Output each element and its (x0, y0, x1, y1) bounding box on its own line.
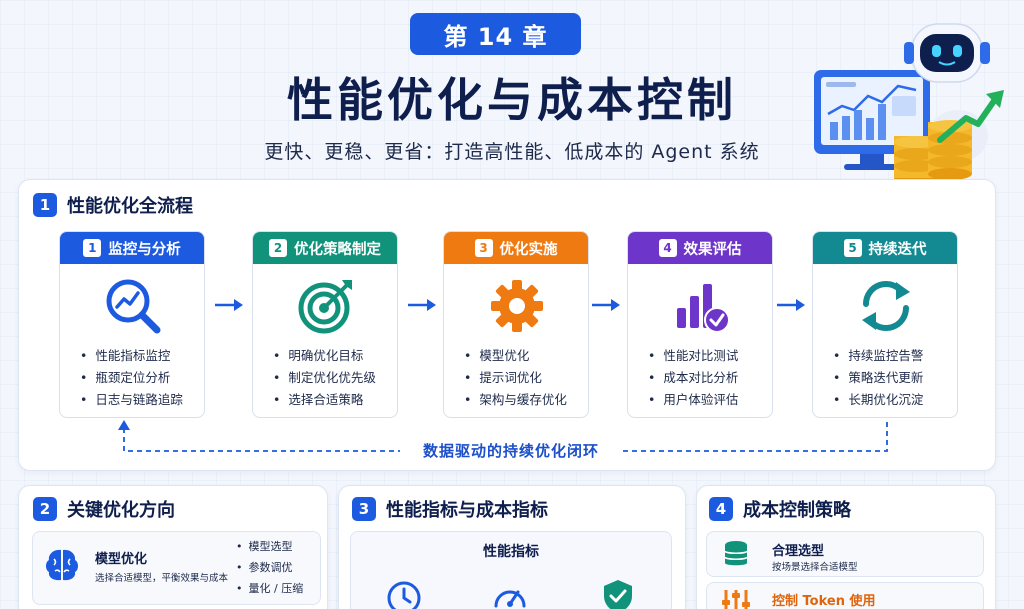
list-item: 长期优化沉淀 (833, 389, 923, 411)
arrow-right-icon (592, 299, 620, 311)
speedometer-icon (494, 590, 526, 608)
process-step-strategy: 2 优化策略制定 明确优化目标 制定优化优先级 选择合适策略 (252, 231, 398, 418)
page-subtitle: 更快、更稳、更省：打造高性能、低成本的 Agent 系统 (264, 141, 760, 163)
section4-header: 4 成本控制策略 (709, 496, 851, 522)
step2-number: 2 (269, 239, 287, 257)
list-item: 明确优化目标 (273, 345, 376, 367)
performance-metrics-title: 性能指标 (483, 544, 539, 560)
model-selection-desc: 按场景选择合适模型 (772, 562, 858, 573)
step3-number: 3 (474, 239, 493, 257)
chapter-badge: 第 14 章 (410, 13, 581, 55)
list-item: 选择合适策略 (273, 389, 376, 411)
step1-header: 1 监控与分析 (60, 232, 204, 264)
step3-list: 模型优化 提示词优化 架构与缓存优化 (464, 345, 567, 411)
list-item: 量化 / 压缩 (236, 578, 304, 599)
list-item: 模型选型 (236, 536, 303, 557)
database-icon (724, 541, 748, 566)
model-optimization-bullets: 模型选型 参数调优 量化 / 压缩 (236, 536, 304, 599)
step4-number: 4 (658, 239, 677, 257)
section3-number: 3 (352, 497, 376, 521)
section2-header: 2 关键优化方向 (33, 496, 175, 522)
model-selection-title: 合理选型 (772, 544, 825, 559)
list-item: 持续监控告警 (833, 345, 923, 367)
section2-title: 关键优化方向 (67, 500, 175, 521)
list-item: 瓶颈定位分析 (80, 367, 183, 389)
magnifier-chart-icon (106, 279, 161, 334)
list-item: 用户体验评估 (648, 389, 738, 411)
step5-title: 持续迭代 (868, 241, 927, 258)
list-item: 成本对比分析 (648, 367, 738, 389)
list-item: 架构与缓存优化 (464, 389, 567, 411)
model-optimization-title: 模型优化 (95, 552, 148, 567)
process-step-implement: 3 优化实施 模型优化 提示词优化 架构与缓存优化 (443, 231, 589, 418)
model-optimization-desc: 选择合适模型，平衡效果与成本 (95, 573, 229, 584)
list-item: 模型优化 (464, 345, 567, 367)
step4-title: 效果评估 (683, 241, 742, 258)
shield-check-icon (604, 580, 632, 609)
loop-label: 数据驱动的持续优化闭环 (400, 440, 622, 461)
arrow-right-icon (215, 299, 243, 311)
process-step-monitor: 1 监控与分析 性能指标监控 瓶颈定位分析 日志与链路追踪 (59, 231, 205, 418)
process-step-evaluate: 4 效果评估 性能对比测试 成本对比分析 用户体验评估 (627, 231, 773, 418)
step1-title: 监控与分析 (108, 241, 181, 258)
refresh-icon (862, 281, 910, 331)
list-item: 性能指标监控 (80, 345, 183, 367)
list-item: 参数调优 (236, 557, 303, 578)
step2-list: 明确优化目标 制定优化优先级 选择合适策略 (273, 345, 376, 411)
step3-title: 优化实施 (499, 241, 558, 258)
sliders-icon (722, 590, 750, 609)
section4-number: 4 (709, 497, 733, 521)
section4-title: 成本控制策略 (743, 500, 851, 521)
feedback-loop-arrow (118, 420, 888, 452)
clock-icon (387, 581, 421, 609)
section3-header: 3 性能指标与成本指标 (352, 496, 548, 522)
token-control-box (706, 582, 984, 609)
list-item: 策略迭代更新 (833, 367, 923, 389)
gear-icon (491, 280, 543, 332)
arrow-right-icon (408, 299, 436, 311)
token-control-title: 控制 Token 使用 (772, 594, 876, 609)
section2-number: 2 (33, 497, 57, 521)
page-title: 性能优化与成本控制 (287, 73, 737, 127)
step2-header: 2 优化策略制定 (253, 232, 397, 264)
step5-number: 5 (843, 239, 862, 257)
target-icon (298, 280, 352, 334)
step5-header: 5 持续迭代 (813, 232, 957, 264)
arrow-right-icon (777, 299, 805, 311)
list-item: 性能对比测试 (648, 345, 738, 367)
bar-chart-check-icon (677, 284, 730, 333)
brain-icon (46, 549, 78, 581)
step1-number: 1 (83, 239, 102, 257)
step5-list: 持续监控告警 策略迭代更新 长期优化沉淀 (833, 345, 923, 411)
list-item: 日志与链路追踪 (80, 389, 183, 411)
section1-header: 1 性能优化全流程 (33, 192, 193, 218)
section1-title: 性能优化全流程 (67, 196, 193, 217)
model-selection-box (706, 531, 984, 577)
list-item: 提示词优化 (464, 367, 567, 389)
section3-title: 性能指标与成本指标 (386, 500, 548, 521)
process-step-iterate: 5 持续迭代 持续监控告警 策略迭代更新 长期优化沉淀 (812, 231, 958, 418)
step2-title: 优化策略制定 (294, 241, 381, 258)
section1-number: 1 (33, 193, 57, 217)
robot-monitor-illustration (814, 23, 1004, 183)
step3-header: 3 优化实施 (444, 232, 588, 264)
list-item: 制定优化优先级 (273, 367, 376, 389)
step4-header: 4 效果评估 (628, 232, 772, 264)
step1-list: 性能指标监控 瓶颈定位分析 日志与链路追踪 (80, 345, 183, 411)
step4-list: 性能对比测试 成本对比分析 用户体验评估 (648, 345, 738, 411)
